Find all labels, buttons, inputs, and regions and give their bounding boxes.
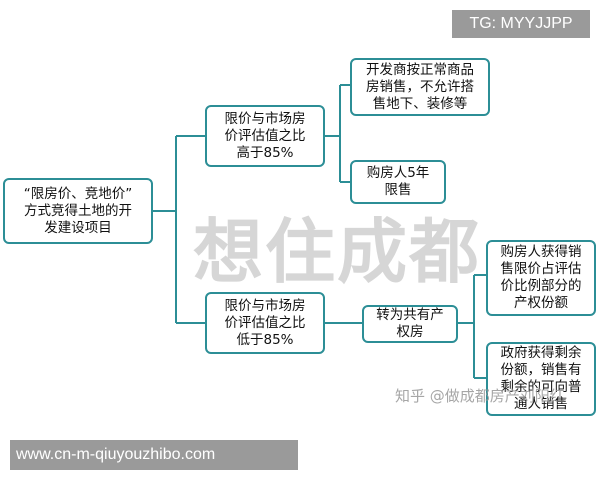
tg-badge: TG: MYYJJPP xyxy=(452,10,590,38)
branch-low-node: 限价与市场房 价评估值之比 低于85% xyxy=(205,292,325,354)
branch-high-node: 限价与市场房 价评估值之比 高于85% xyxy=(205,105,325,167)
root-node: “限房价、竞地价” 方式竞得土地的开 发建设项目 xyxy=(3,178,153,244)
low-child-buyer-share: 购房人获得销 售限价占评估 价比例部分的 产权份额 xyxy=(486,240,596,316)
zhihu-watermark: 知乎 @做成都房产刘阳红 xyxy=(395,387,565,405)
low-middle-shared-ownership: 转为共有产 权房 xyxy=(362,305,458,343)
high-child-resale-limit: 购房人5年 限售 xyxy=(350,160,446,204)
url-badge: www.cn-m-qiuyouzhibo.com xyxy=(10,440,298,470)
low-child-government-share: 政府获得剩余 份额，销售有 剩余的可向普 通人销售 xyxy=(486,342,596,416)
high-child-sales-rule: 开发商按正常商品 房销售，不允许搭 售地下、装修等 xyxy=(350,58,490,116)
watermark-text: 想住成都 xyxy=(193,211,481,293)
